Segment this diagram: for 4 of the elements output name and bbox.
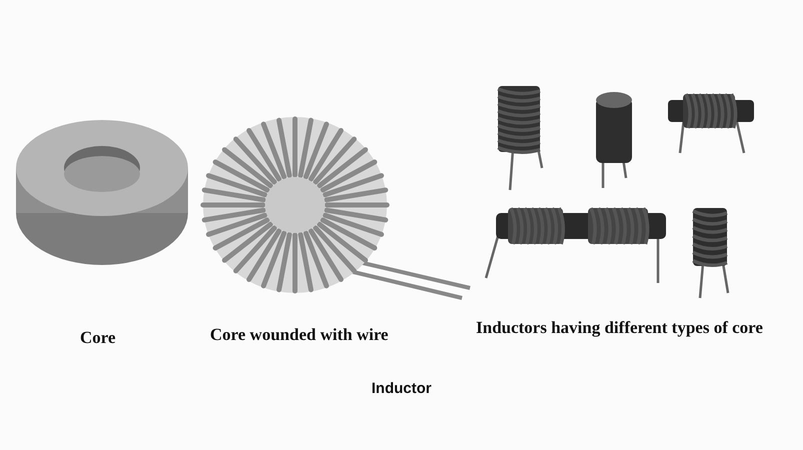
photo-caption: Core wounded with wire [210,325,388,345]
photo-caption: Inductors having different types of core [476,318,763,338]
photo-caption: Core [80,328,116,348]
figure-caption: Inductor [370,380,432,397]
